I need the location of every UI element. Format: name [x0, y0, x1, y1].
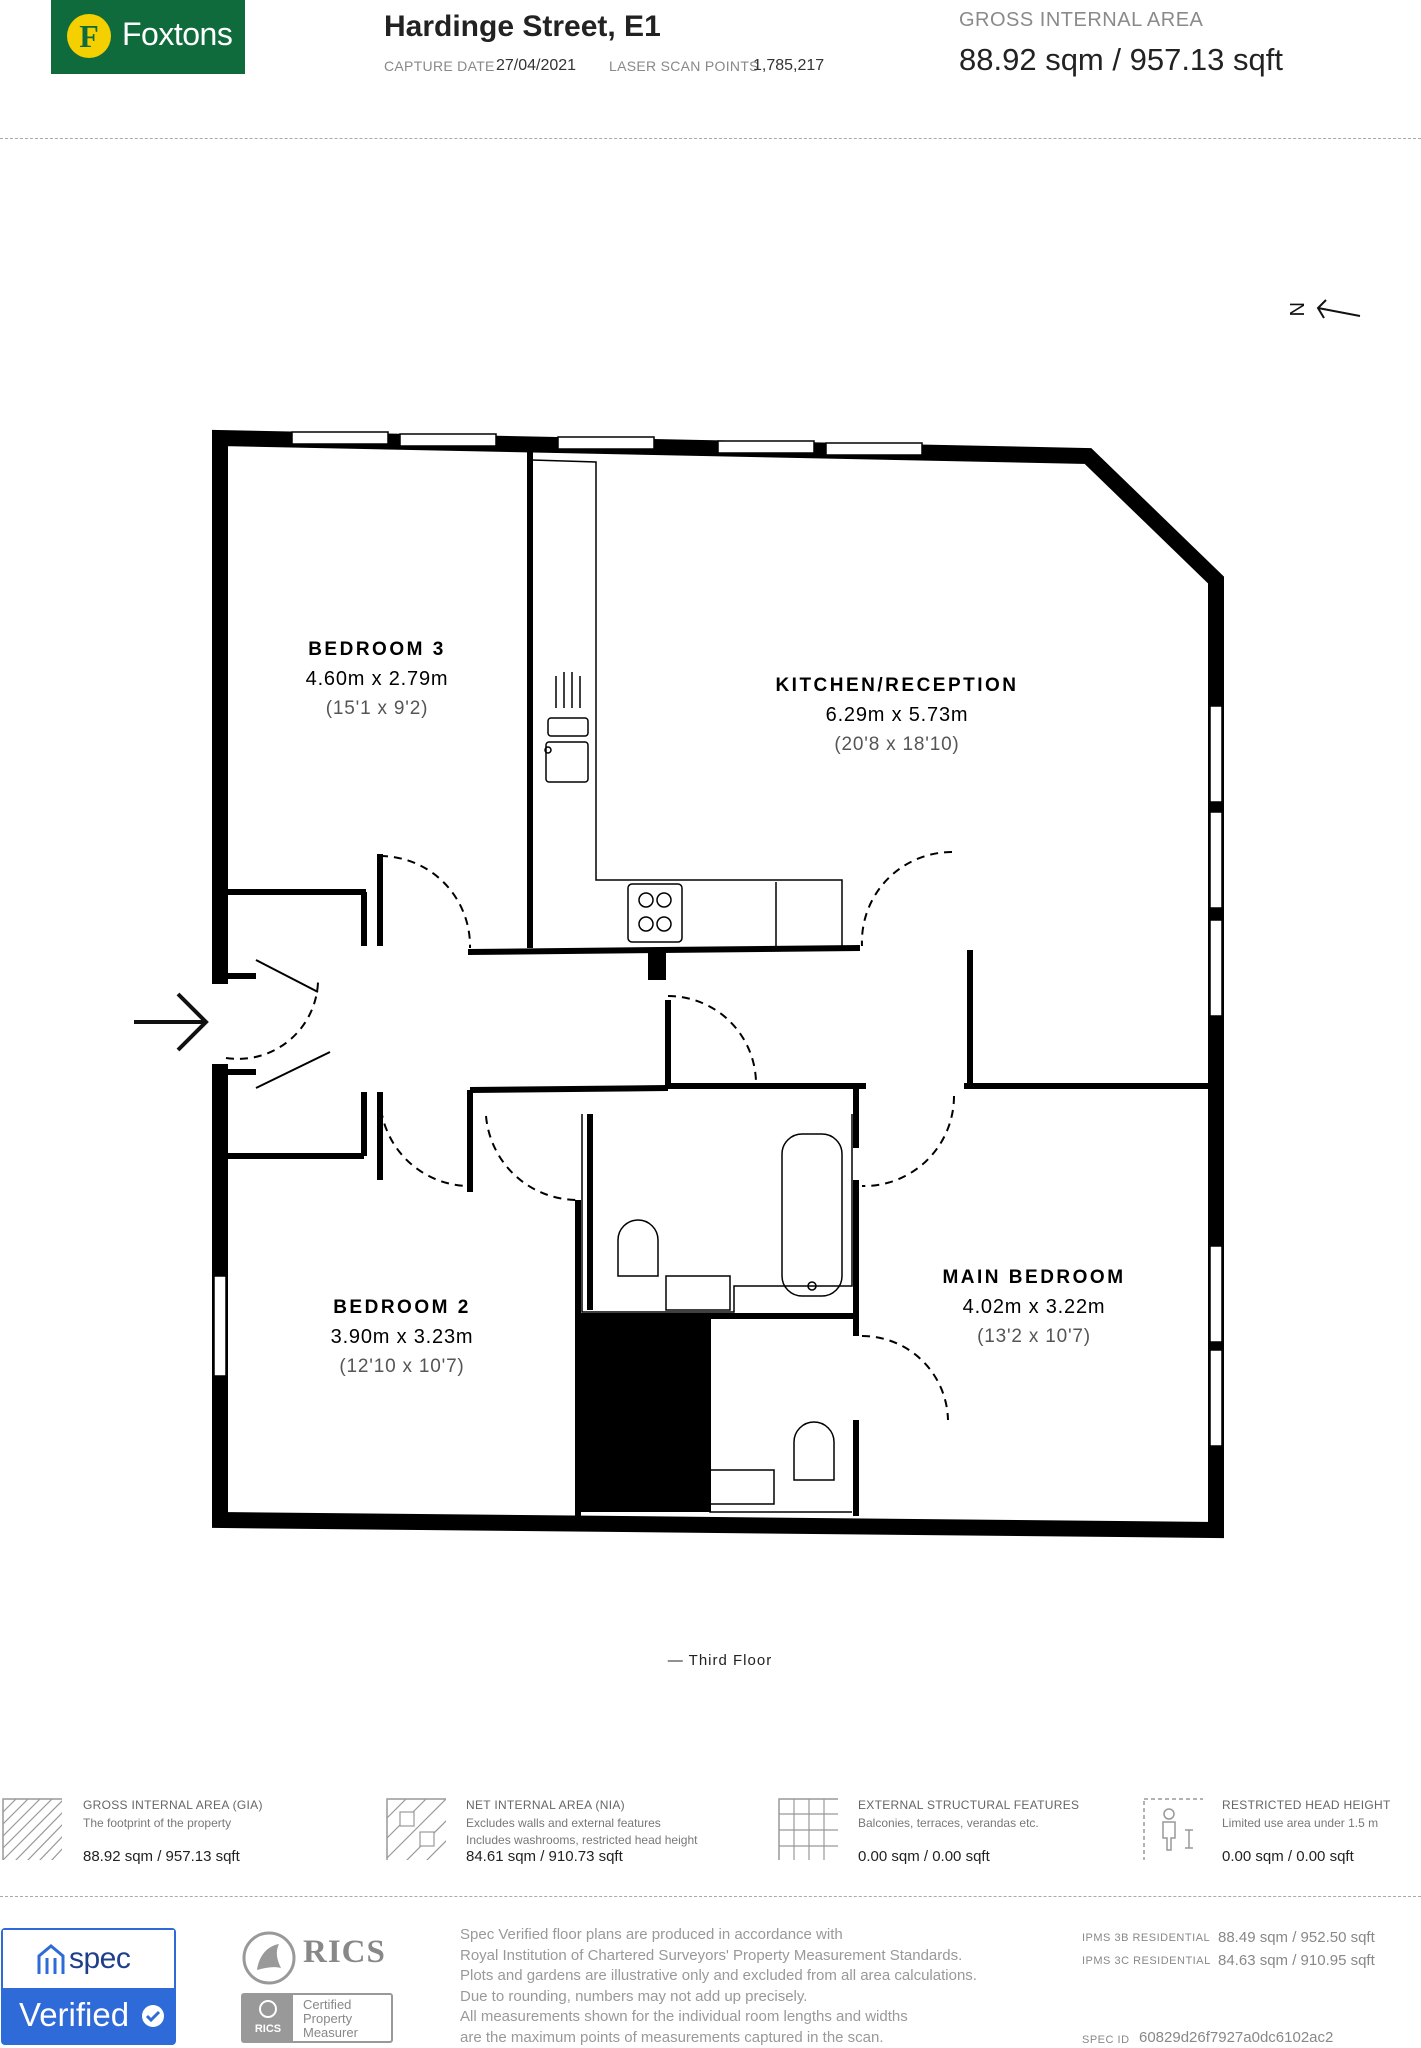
- legend-title: RESTRICTED HEAD HEIGHT: [1222, 1798, 1391, 1812]
- svg-text:N: N: [1285, 302, 1307, 316]
- ipms3b-label: IPMS 3B RESIDENTIAL: [1082, 1932, 1211, 1944]
- room-name: BEDROOM 3: [308, 639, 446, 660]
- room-dims: 6.29m x 5.73m: [826, 704, 969, 726]
- property-address: Hardinge Street, E1: [384, 10, 661, 43]
- legend-desc: Limited use area under 1.5 m: [1222, 1816, 1379, 1830]
- room-imperial: (15'1 x 9'2): [326, 698, 428, 719]
- rics-lion-icon: [242, 1931, 296, 1985]
- spec-verified-badge: spec Verified: [1, 1928, 176, 2045]
- floor-plan: N: [134, 299, 1361, 1539]
- interior-walls: [226, 446, 1210, 1516]
- foxtons-logo-text: Foxtons: [122, 16, 233, 52]
- foxtons-logo-mark: F: [67, 14, 111, 58]
- spec-id-value: 60829d26f7927a0dc6102ac2: [1139, 2029, 1334, 2046]
- room-name: MAIN BEDROOM: [942, 1267, 1125, 1288]
- entrance-arrow-icon: [134, 992, 209, 1052]
- person-height-icon: [1143, 1798, 1203, 1860]
- legend-title: NET INTERNAL AREA (NIA): [466, 1798, 625, 1812]
- disclaimer: Spec Verified floor plans are produced i…: [460, 1925, 1060, 2048]
- grid-icon: [778, 1798, 838, 1860]
- windows: [213, 431, 1223, 1447]
- ipms3b-value: 88.49 sqm / 952.50 sqft: [1218, 1929, 1375, 1946]
- gia-header-label: GROSS INTERNAL AREA: [959, 9, 1204, 31]
- room-imperial: (20'8 x 18'10): [834, 734, 959, 755]
- legend-value: 0.00 sqm / 0.00 sqft: [1222, 1848, 1354, 1865]
- disclaimer-line: Plots and gardens are illustrative only …: [460, 1967, 977, 1984]
- floor-label: — Third Floor: [667, 1652, 773, 1669]
- legend-desc: Balconies, terraces, verandas etc.: [858, 1816, 1039, 1830]
- room-labels: BEDROOM 3 4.60m x 2.79m (15'1 x 9'2) KIT…: [306, 639, 1125, 1377]
- ipms3c-value: 84.63 sqm / 910.95 sqft: [1218, 1952, 1375, 1969]
- bathroom-fixtures: [581, 1114, 853, 1513]
- disclaimer-line: Royal Institution of Chartered Surveyors…: [460, 1946, 963, 1964]
- capture-date-value: 27/04/2021: [496, 57, 577, 74]
- spec-id-label: SPEC ID: [1082, 2034, 1130, 2046]
- ipms3c-label: IPMS 3C RESIDENTIAL: [1082, 1955, 1211, 1967]
- legend-desc: The footprint of the property: [83, 1816, 232, 1830]
- room-dims: 3.90m x 3.23m: [331, 1326, 474, 1348]
- laser-points-label: LASER SCAN POINTS: [609, 58, 759, 74]
- legend-desc: Excludes walls and external features: [466, 1816, 661, 1830]
- certified-line: Certified: [303, 1997, 352, 2012]
- void-shaft: [578, 1316, 708, 1512]
- room-imperial: (13'2 x 10'7): [977, 1326, 1091, 1347]
- room-name: KITCHEN/RECEPTION: [775, 675, 1018, 696]
- legend-title: GROSS INTERNAL AREA (GIA): [83, 1798, 263, 1812]
- room-dims: 4.02m x 3.22m: [963, 1296, 1106, 1318]
- legend-desc: Includes washrooms, restricted head heig…: [466, 1833, 698, 1847]
- foxtons-logo: F Foxtons: [51, 0, 245, 74]
- north-arrow-icon: N: [1285, 299, 1361, 319]
- legend-title: EXTERNAL STRUCTURAL FEATURES: [858, 1798, 1080, 1812]
- check-badge-icon: [142, 2005, 164, 2027]
- capture-date-label: CAPTURE DATE: [384, 58, 495, 74]
- disclaimer-line: Spec Verified floor plans are produced i…: [460, 1926, 843, 1943]
- legend-value: 0.00 sqm / 0.00 sqft: [858, 1848, 990, 1865]
- disclaimer-line: are the maximum points of measurements c…: [460, 2028, 884, 2046]
- room-dims: 4.60m x 2.79m: [306, 668, 449, 690]
- rics-wordmark: RICS: [303, 1934, 386, 1970]
- gia-hatch-icon: [2, 1798, 62, 1860]
- house-icon: [37, 1944, 65, 1974]
- door-swings: [225, 850, 955, 1421]
- exterior-walls: [212, 429, 1224, 1539]
- legend-value: 84.61 sqm / 910.73 sqft: [466, 1848, 623, 1865]
- certified-line: Measurer: [303, 2025, 358, 2040]
- certified-measurer-badge: RICS Certified Property Measurer: [241, 1993, 393, 2043]
- spec-wordmark: spec: [69, 1942, 131, 1975]
- disclaimer-line: Due to rounding, numbers may not add up …: [460, 1987, 808, 2005]
- rics-mini-text: RICS: [254, 2023, 282, 2035]
- room-name: BEDROOM 2: [333, 1297, 471, 1318]
- room-imperial: (12'10 x 10'7): [339, 1356, 464, 1377]
- legend-value: 88.92 sqm / 957.13 sqft: [83, 1848, 240, 1865]
- rics-mini-lion-icon: [259, 2000, 277, 2018]
- nia-hatch-icon: [386, 1798, 446, 1860]
- laser-points-value: 1,785,217: [753, 57, 825, 74]
- kitchen-counter: [531, 459, 843, 946]
- verified-wordmark: Verified: [19, 1996, 130, 2033]
- disclaimer-line: All measurements shown for the individua…: [460, 2008, 908, 2025]
- rics-mini-logo: RICS: [243, 1995, 293, 2041]
- certified-text: Certified Property Measurer: [303, 1998, 358, 2040]
- footer-divider: [0, 1896, 1421, 1897]
- header-divider: [0, 138, 1421, 139]
- gia-header-value: 88.92 sqm / 957.13 sqft: [959, 42, 1283, 77]
- certified-line: Property: [303, 2011, 353, 2026]
